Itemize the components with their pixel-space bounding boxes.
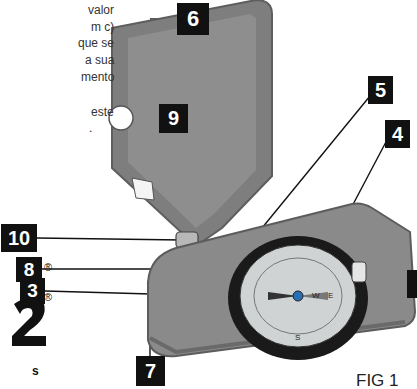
callout-box: 3 bbox=[20, 278, 45, 304]
manual-text-fragment: mento bbox=[81, 71, 114, 83]
dial-letter: S bbox=[295, 334, 300, 342]
callout-number: 4 bbox=[392, 123, 403, 146]
lid-face bbox=[128, 14, 256, 228]
lid-frame bbox=[112, 0, 272, 246]
callout-box: 10 bbox=[1, 224, 37, 252]
manual-text-fragment: a sua bbox=[85, 54, 114, 66]
callout-number: 7 bbox=[145, 360, 156, 383]
callout-box: 6 bbox=[177, 3, 209, 35]
dial-scale bbox=[254, 258, 342, 334]
dial-letter: W bbox=[312, 292, 320, 300]
manual-text-fragment: m c) bbox=[91, 21, 114, 33]
callout-number: 10 bbox=[8, 227, 30, 250]
clinometer-tab bbox=[352, 262, 366, 282]
callout-box bbox=[407, 270, 417, 298]
manual-text-fragment: que se bbox=[78, 37, 114, 49]
manual-text-fragment: este bbox=[91, 106, 114, 118]
callout-box: 4 bbox=[385, 120, 410, 148]
callout-number: 6 bbox=[187, 6, 199, 32]
logo-text: ® bbox=[44, 262, 52, 273]
figure-label: FIG 1 bbox=[356, 372, 399, 389]
dial-letter: E bbox=[328, 292, 333, 300]
callout-number: 3 bbox=[27, 280, 38, 302]
base-plate bbox=[148, 204, 415, 357]
manual-text-fragment: . bbox=[89, 122, 92, 134]
callout-box: 5 bbox=[368, 76, 393, 104]
callout-box: 7 bbox=[136, 356, 165, 386]
bezel-ring bbox=[228, 236, 368, 360]
needle-pivot bbox=[293, 291, 303, 301]
compass-lid bbox=[109, 0, 272, 246]
leader-line bbox=[37, 238, 182, 240]
callout-number: 9 bbox=[168, 107, 179, 130]
logo-fragment bbox=[12, 298, 46, 346]
callout-number: 5 bbox=[375, 79, 386, 102]
lid-slot bbox=[132, 178, 154, 200]
callout-box: 9 bbox=[159, 104, 188, 133]
logo-text: s bbox=[32, 365, 39, 377]
logo-text: ® bbox=[44, 292, 52, 303]
dial-face bbox=[240, 245, 356, 347]
compass-base bbox=[148, 204, 415, 361]
manual-text-fragment: valor bbox=[88, 4, 114, 16]
